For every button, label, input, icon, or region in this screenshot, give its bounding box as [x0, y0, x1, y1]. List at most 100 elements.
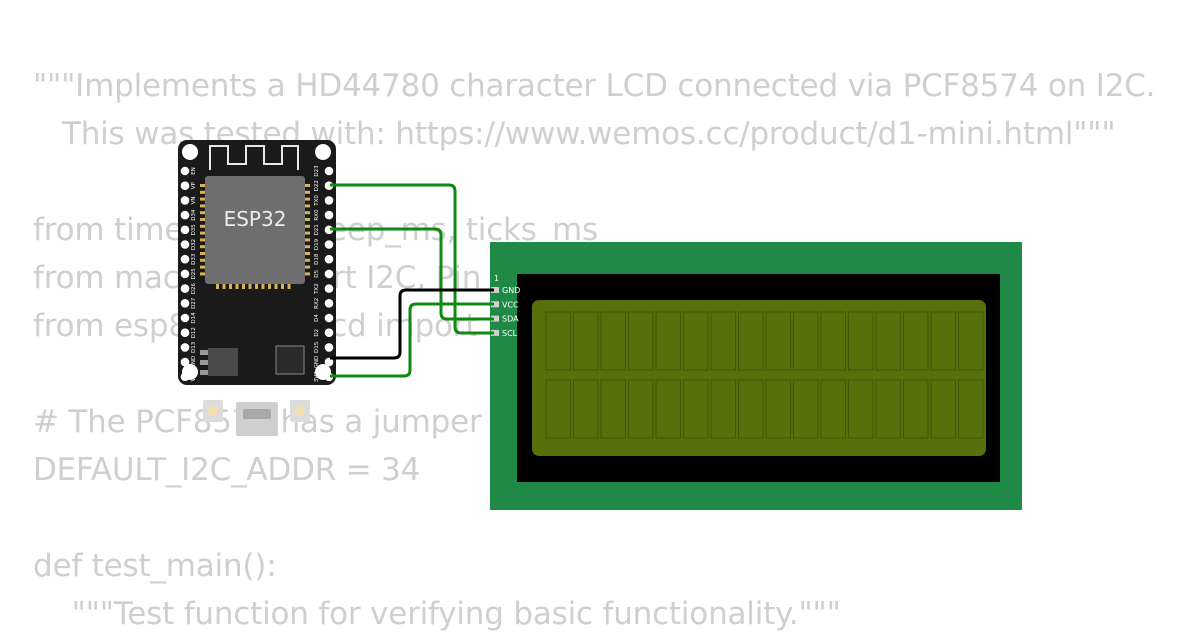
- header-pin[interactable]: [180, 269, 190, 279]
- header-pin-label: D34: [191, 209, 197, 221]
- wire-d21-sda[interactable]: [330, 227, 494, 321]
- lcd-cell: [600, 311, 626, 371]
- header-pin-label: D2: [314, 329, 320, 337]
- module-pad: [200, 190, 205, 194]
- header-pin[interactable]: [180, 240, 190, 249]
- header-pin[interactable]: [180, 225, 190, 235]
- lcd-cell: [848, 379, 874, 439]
- wire-gnd-gnd[interactable]: [330, 288, 494, 360]
- header-pin[interactable]: [324, 269, 334, 279]
- header-pin[interactable]: [180, 284, 190, 293]
- usb-chip: [275, 345, 305, 375]
- module-pad: [200, 265, 205, 269]
- header-pin[interactable]: [180, 357, 190, 367]
- header-pin[interactable]: [180, 210, 190, 220]
- module-pad: [305, 218, 310, 221]
- code-line: def test_main():: [33, 548, 277, 584]
- header-pin-label: D15: [314, 341, 320, 353]
- module-pad: [200, 245, 205, 249]
- lcd-cell: [738, 379, 764, 439]
- lcd-cell: [903, 311, 929, 371]
- code-line: DEFAULT_I2C_ADDR = 34: [33, 452, 421, 488]
- header-pin[interactable]: [324, 240, 334, 249]
- wire-3v3-vcc[interactable]: [330, 302, 494, 378]
- header-pin-label: D27: [191, 297, 197, 309]
- module-pad: [305, 272, 310, 276]
- module-pad: [305, 265, 310, 269]
- module-pad: [222, 284, 226, 289]
- wire-d22-scl[interactable]: [330, 183, 494, 335]
- header-pin[interactable]: [180, 181, 190, 190]
- header-pin[interactable]: [324, 299, 334, 308]
- header-pin[interactable]: [324, 196, 334, 205]
- header-pin-label: D23: [314, 165, 320, 177]
- lcd-cell: [903, 379, 929, 439]
- header-pin[interactable]: [324, 254, 334, 264]
- header-pin[interactable]: [180, 299, 190, 308]
- header-pin[interactable]: [180, 313, 190, 323]
- module-pad: [200, 211, 205, 215]
- lcd-cell: [710, 311, 736, 371]
- lcd-cell: [655, 311, 681, 371]
- lcd-cell: [820, 311, 846, 371]
- lcd-cell: [628, 311, 654, 371]
- esp32-board[interactable]: ESP32 ENVPVND34D35D32D33D25D26D27D14D12D…: [178, 140, 336, 436]
- header-pin-label: D33: [191, 253, 197, 265]
- module-pad: [200, 197, 205, 201]
- module-pad: [274, 284, 278, 289]
- module-pad: [305, 245, 310, 249]
- header-pin-label: D14: [191, 312, 197, 324]
- header-pin[interactable]: [324, 357, 334, 367]
- header-pin[interactable]: [324, 328, 334, 338]
- lcd-cell: [628, 379, 654, 439]
- module-pad: [229, 284, 232, 289]
- header-pin[interactable]: [180, 196, 190, 205]
- wires: [330, 183, 494, 378]
- header-pin[interactable]: [324, 284, 334, 293]
- lcd-cell: [738, 311, 764, 371]
- lcd-cell: [765, 311, 791, 371]
- lcd-cell: [793, 379, 819, 439]
- header-pin-label: D4: [314, 314, 320, 322]
- regulator-pin: [200, 370, 208, 375]
- lcd-pin-label: GND: [502, 286, 520, 295]
- lcd-cell: [930, 311, 956, 371]
- code-line: """Implements a HD44780 character LCD co…: [33, 68, 1156, 104]
- header-pin[interactable]: [180, 343, 190, 352]
- chip-label: ESP32: [224, 207, 287, 231]
- lcd-pin[interactable]: [491, 315, 499, 322]
- header-pin[interactable]: [180, 254, 190, 264]
- header-pin[interactable]: [180, 372, 190, 382]
- lcd-cell: [875, 311, 901, 371]
- header-pin-label: D32: [191, 239, 197, 250]
- module-pad: [200, 204, 205, 208]
- module-pad: [305, 204, 310, 208]
- lcd-pin[interactable]: [491, 301, 499, 308]
- lcd-cell: [683, 311, 709, 371]
- usb-port-slot: [243, 409, 271, 419]
- header-pin[interactable]: [324, 166, 334, 176]
- module-pad: [305, 197, 310, 201]
- header-pin[interactable]: [324, 343, 334, 352]
- module-pad: [268, 284, 271, 289]
- header-pin[interactable]: [324, 210, 334, 220]
- header-pin[interactable]: [324, 313, 334, 323]
- module-pad: [216, 284, 219, 289]
- lcd-cell: [793, 311, 819, 371]
- header-pin[interactable]: [180, 166, 190, 176]
- module-pad: [261, 284, 265, 289]
- module-pad: [287, 284, 291, 289]
- lcd-pin[interactable]: [491, 329, 499, 336]
- lcd-pin[interactable]: [491, 287, 499, 293]
- module-pad: [305, 258, 310, 262]
- header-pin-label: VIN: [191, 372, 197, 382]
- header-pin[interactable]: [180, 328, 190, 338]
- header-pin-label: GND: [314, 356, 320, 369]
- header-pin-label: D35: [191, 224, 197, 236]
- header-pin-label: EN: [191, 167, 197, 175]
- module-pad: [200, 272, 205, 276]
- lcd-cell: [545, 379, 571, 439]
- lcd-character-grid: [545, 311, 984, 439]
